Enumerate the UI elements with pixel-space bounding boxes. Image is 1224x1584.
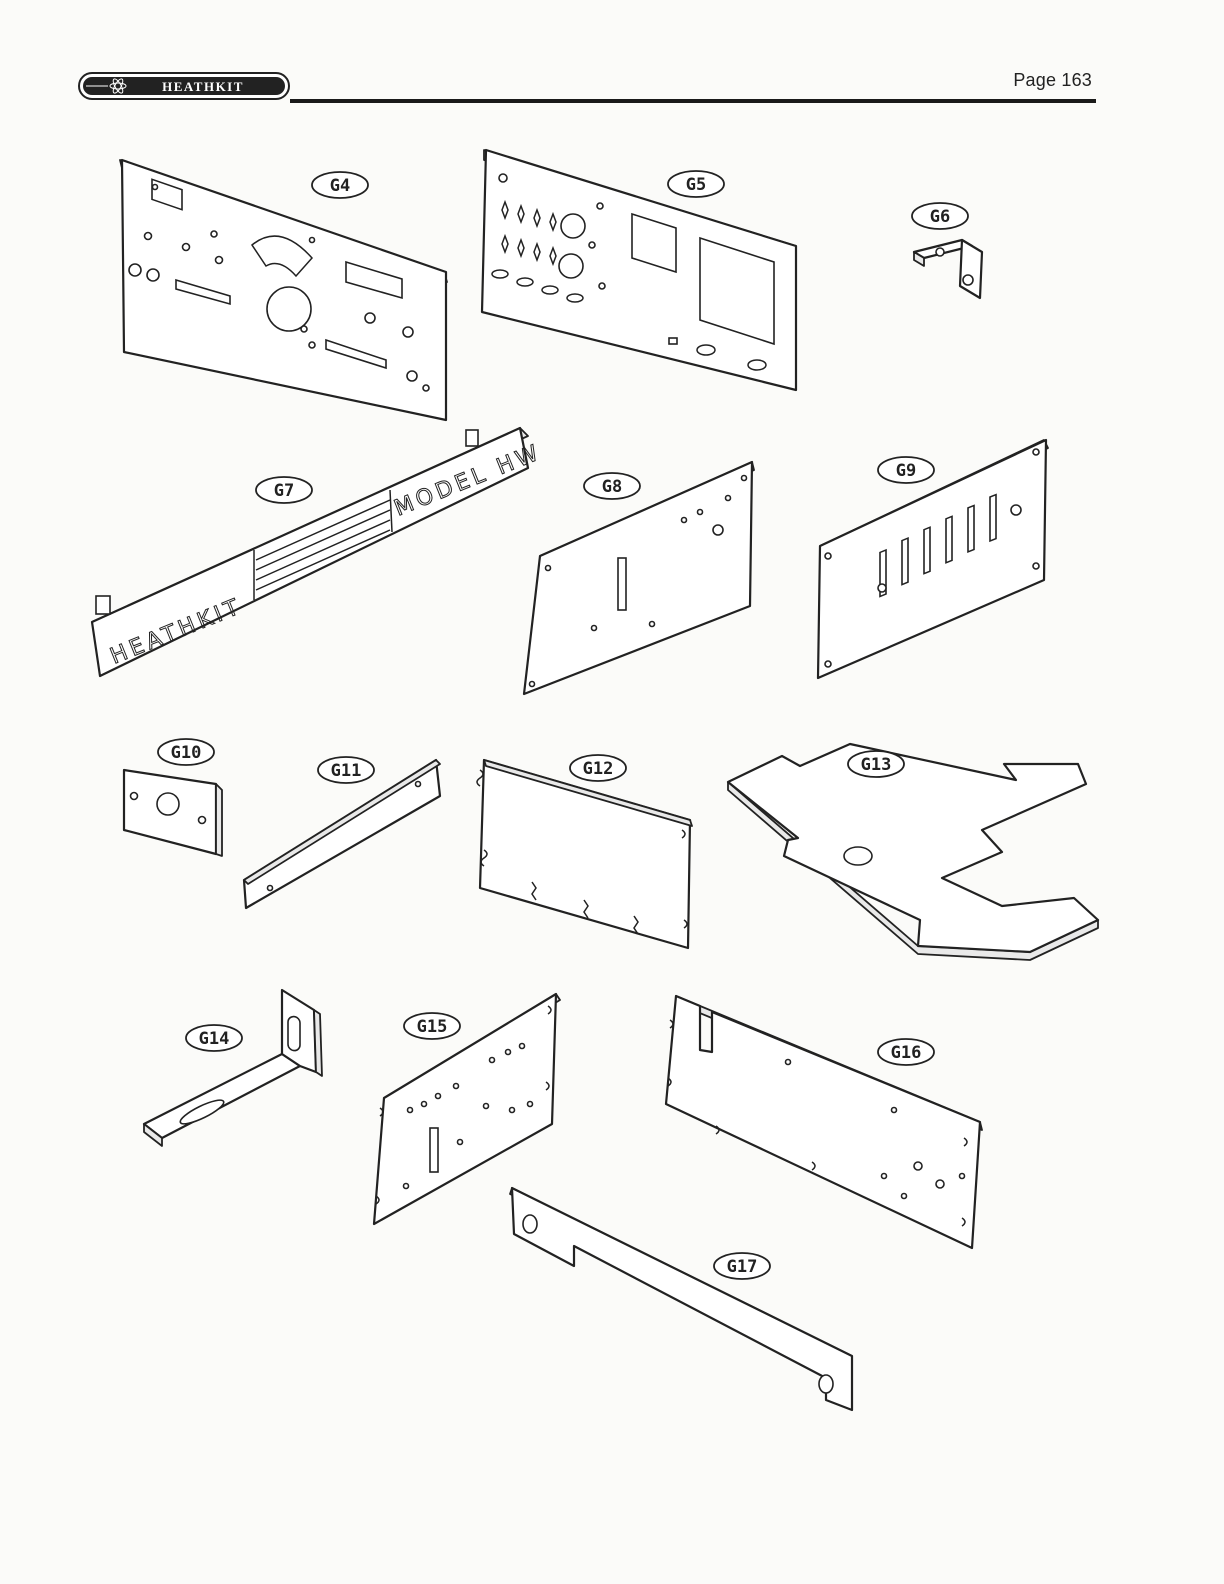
callout-g13: G13: [848, 751, 904, 777]
callout-label-g8: G8: [602, 477, 622, 497]
callout-g12: G12: [570, 755, 626, 781]
callout-label-g4: G4: [330, 176, 350, 196]
callout-label-g14: G14: [199, 1029, 230, 1049]
callout-label-g6: G6: [930, 207, 950, 227]
part-g5-rear-panel: [482, 150, 796, 390]
callout-label-g17: G17: [727, 1257, 758, 1277]
callout-g11: G11: [318, 757, 374, 783]
part-g13-flat-plate: [728, 744, 1098, 960]
part-g16-notched-plate: [666, 996, 982, 1248]
callout-label-g15: G15: [417, 1017, 448, 1037]
part-g7-trim-strip: HEATHKIT MODEL HW: [92, 428, 546, 676]
callout-g9: G9: [878, 457, 934, 483]
callout-label-g13: G13: [861, 755, 892, 775]
callout-label-g9: G9: [896, 461, 916, 481]
callout-g7: G7: [256, 477, 312, 503]
part-g10-small-plate: [124, 770, 222, 856]
callout-label-g10: G10: [171, 743, 202, 763]
part-g6-bracket: [914, 240, 982, 298]
part-g12-plate: [477, 760, 692, 948]
part-g8-plate: [524, 462, 754, 694]
callout-g8: G8: [584, 473, 640, 499]
callout-label-g11: G11: [331, 761, 362, 781]
part-g9-slotted-board: [818, 440, 1048, 678]
callout-label-g5: G5: [686, 175, 706, 195]
callout-g15: G15: [404, 1013, 460, 1039]
callout-g4: G4: [312, 172, 368, 198]
callout-g6: G6: [912, 203, 968, 229]
part-g14-angle-bracket: [144, 990, 322, 1146]
callout-label-g12: G12: [583, 759, 614, 779]
part-g4-front-panel: [120, 160, 447, 420]
callout-label-g16: G16: [891, 1043, 922, 1063]
callout-g5: G5: [668, 171, 724, 197]
part-g17-long-bracket: [510, 1188, 852, 1410]
callout-g14: G14: [186, 1025, 242, 1051]
callout-label-g7: G7: [274, 481, 294, 501]
part-g15-vertical-plate: [374, 994, 560, 1224]
callout-g16: G16: [878, 1039, 934, 1065]
callout-g10: G10: [158, 739, 214, 765]
callout-g17: G17: [714, 1253, 770, 1279]
